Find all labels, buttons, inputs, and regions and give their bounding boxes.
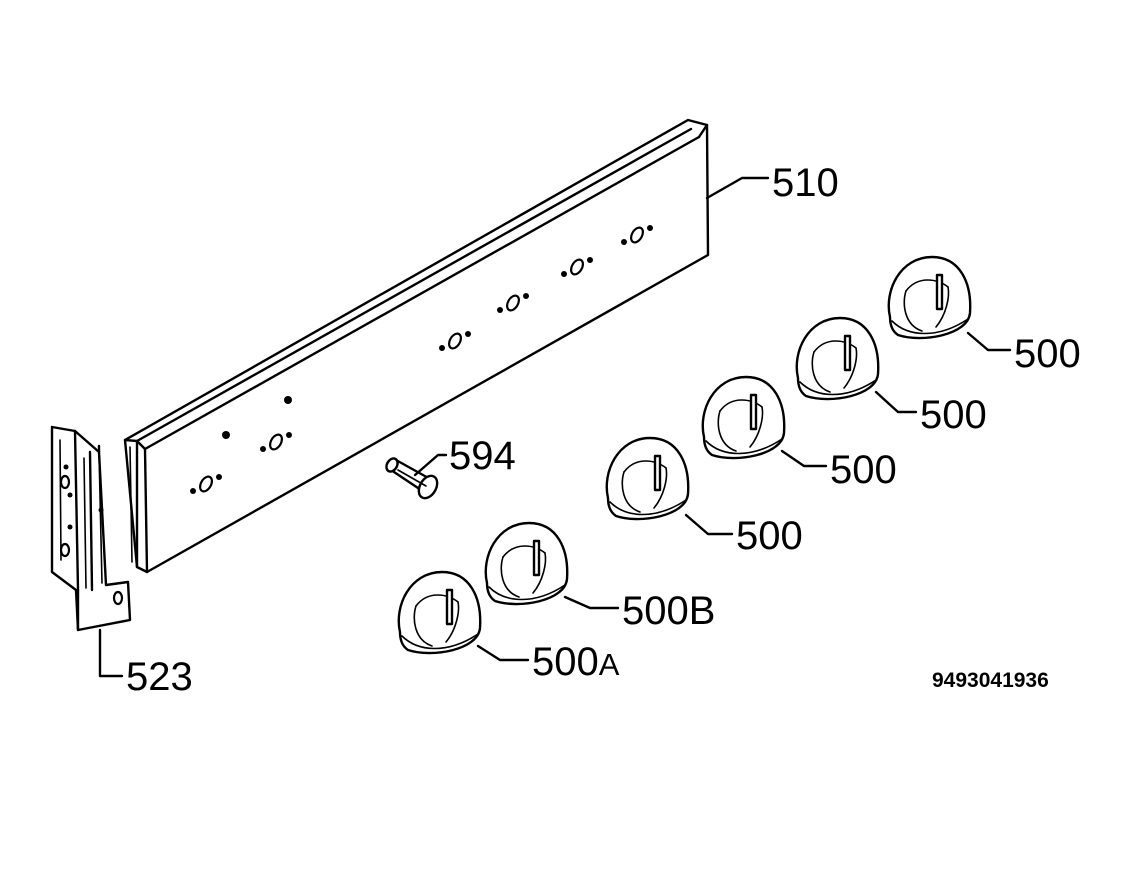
knob-500-2 — [701, 375, 786, 460]
label-500-2: 500 — [830, 448, 897, 492]
knob-500-4 — [887, 255, 972, 340]
knob-500b — [484, 521, 569, 606]
label-510: 510 — [772, 161, 839, 205]
label-523: 523 — [126, 655, 193, 699]
label-594: 594 — [449, 434, 516, 478]
label-500-3: 500 — [920, 393, 987, 437]
label-500a: 500A — [532, 640, 620, 684]
label-500-4: 500 — [1014, 332, 1081, 376]
knob-500a — [397, 570, 482, 655]
panel-knob-holes — [190, 225, 653, 494]
drawing-number: 9493041936 — [932, 669, 1049, 692]
label-500-1: 500 — [736, 514, 803, 558]
knob-500-1 — [605, 436, 690, 521]
pin-594 — [385, 457, 439, 500]
knob-500-3 — [795, 316, 880, 401]
side-bracket-523 — [50, 425, 132, 632]
control-panel-510 — [123, 118, 710, 574]
label-500b: 500B — [622, 589, 715, 633]
